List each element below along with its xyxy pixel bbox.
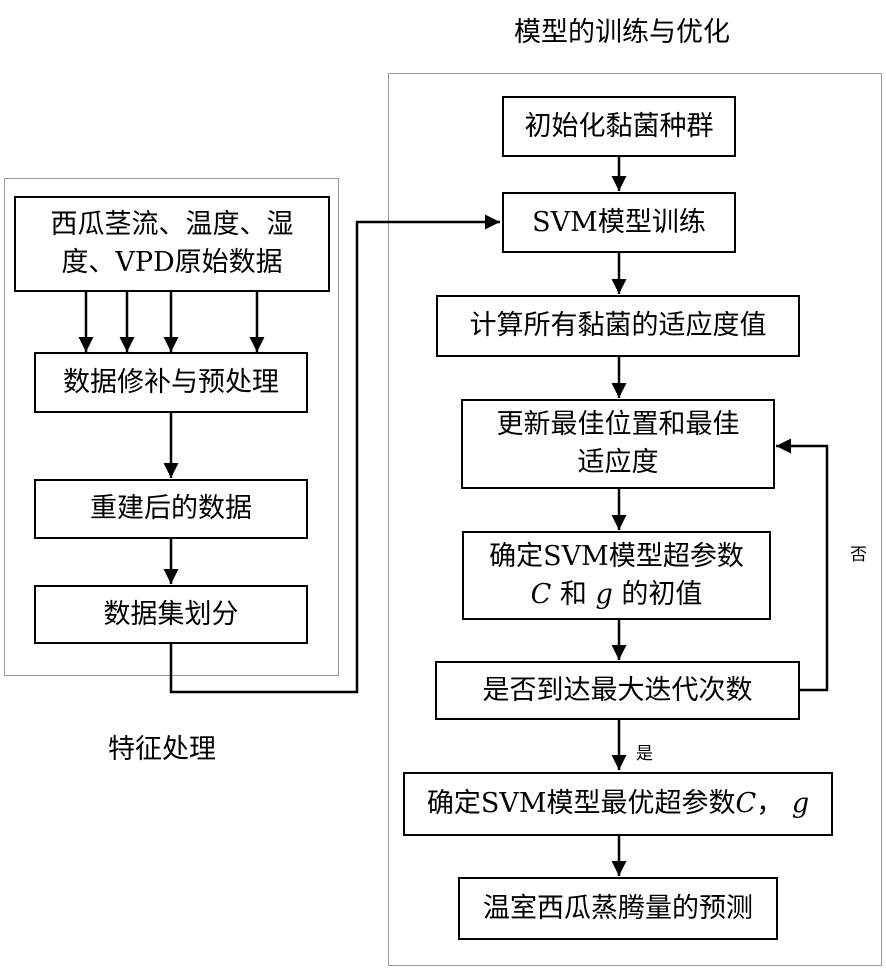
optimal-prefix: 确定SVM模型最优超参数 <box>426 788 736 819</box>
hyper-g-symbol: g <box>595 578 613 610</box>
hyper-line1: 确定SVM模型超参数 <box>489 540 744 572</box>
hyper-rest: 的初值 <box>612 578 703 610</box>
optimal-sep: ， <box>756 788 792 819</box>
optimal-c-symbol: C <box>735 788 757 819</box>
arrow-split-to-training <box>169 214 500 694</box>
dataset-split-box: 数据集划分 <box>34 585 308 644</box>
fitness-box: 计算所有黏菌的适应度值 <box>436 295 800 357</box>
update-line2: 适应度 <box>577 447 659 478</box>
hyper-and: 和 <box>551 578 596 610</box>
data-repair-box: 数据修补与预处理 <box>34 352 308 413</box>
hyper-line2: C 和 g 的初值 <box>489 576 744 614</box>
max-iteration-check-box: 是否到达最大迭代次数 <box>435 661 800 720</box>
hyperparam-init-box: 确定SVM模型超参数 C 和 g 的初值 <box>462 531 771 620</box>
update-best-box: 更新最佳位置和最佳 适应度 <box>461 399 775 489</box>
hyper-c-symbol: C <box>530 578 552 610</box>
arrow-no-loop <box>776 438 829 692</box>
no-label: 否 <box>850 545 867 565</box>
raw-data-line2: 度、VPD原始数据 <box>61 247 283 278</box>
optimal-hyperparam-box: 确定SVM模型最优超参数C， g <box>403 772 833 836</box>
raw-data-line1: 西瓜茎流、温度、湿 <box>50 209 294 240</box>
model-training-group <box>388 73 882 966</box>
optimal-g-symbol: g <box>791 788 810 819</box>
rebuilt-data-box: 重建后的数据 <box>34 479 308 539</box>
feature-processing-title: 特征处理 <box>108 734 216 765</box>
svm-training-box: SVM模型训练 <box>502 192 736 253</box>
raw-data-box: 西瓜茎流、温度、湿 度、VPD原始数据 <box>14 196 330 292</box>
prediction-box: 温室西瓜蒸腾量的预测 <box>458 877 778 940</box>
model-training-title: 模型的训练与优化 <box>514 17 730 48</box>
update-line1: 更新最佳位置和最佳 <box>496 409 740 440</box>
yes-label: 是 <box>636 744 653 764</box>
init-population-box: 初始化黏菌种群 <box>502 96 736 157</box>
